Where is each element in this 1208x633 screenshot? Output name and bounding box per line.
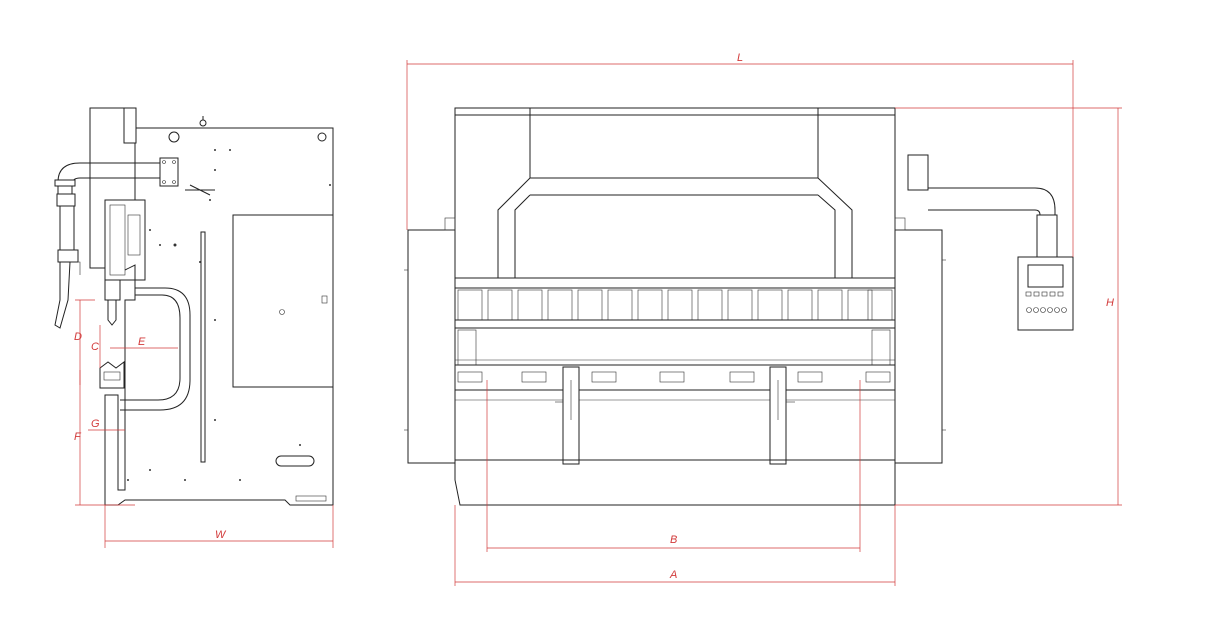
dim-label-e: E bbox=[138, 336, 146, 348]
lower-clamps bbox=[457, 371, 891, 383]
dim-label-c: C bbox=[91, 341, 99, 353]
dim-label-w: W bbox=[215, 529, 227, 541]
dim-label-l: L bbox=[737, 52, 743, 64]
front-dimensions: L H B A bbox=[406, 52, 1122, 586]
upper-clamps bbox=[457, 289, 893, 321]
dim-label-b: B bbox=[670, 534, 677, 546]
panel-buttons bbox=[1025, 291, 1067, 313]
dim-label-a: A bbox=[669, 569, 677, 581]
control-panel bbox=[907, 154, 1074, 331]
dim-label-g: G bbox=[91, 418, 100, 430]
dim-label-f: F bbox=[74, 431, 82, 443]
side-dimensions: W D F C E G bbox=[74, 299, 334, 548]
dim-label-d: D bbox=[74, 331, 82, 343]
front-view bbox=[404, 107, 946, 506]
side-view bbox=[54, 107, 334, 506]
side-bolts bbox=[127, 149, 331, 481]
dim-label-h: H bbox=[1106, 297, 1114, 309]
